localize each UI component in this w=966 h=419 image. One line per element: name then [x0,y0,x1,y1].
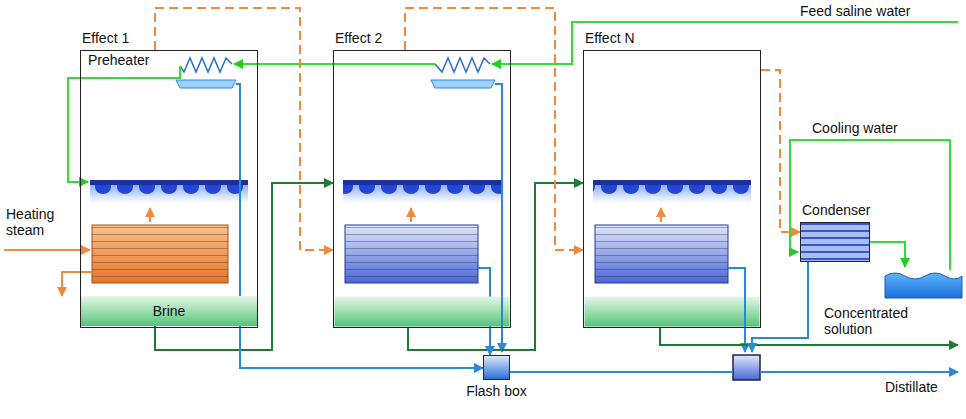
stream-label: Concentrated solution [824,305,924,337]
spray-zone [90,185,248,203]
brine-pool [335,297,510,327]
flash-box: Flash box [483,355,510,380]
feed-pipe [68,66,180,182]
node-heading: Effect N [585,30,635,46]
cooling-pipe [870,242,905,267]
vapor-line [405,8,583,250]
distillate-tray [431,80,495,88]
stream-label: Heating steam [6,206,72,238]
condensate-pipe [62,272,92,296]
effect-n-interior [585,180,959,352]
tube-bundle [92,225,228,283]
preheater-coil [180,58,232,72]
vapor-arrow [149,208,151,222]
distillate-pipe [236,84,240,328]
vapor-line [761,70,800,232]
stream-label: Preheater [88,52,149,68]
distillate-pipe [760,371,958,373]
condenser-box: Condenser [800,222,870,262]
distillate-pipe [495,84,502,352]
feed-pipe [492,22,958,64]
tube-bundle [595,225,728,283]
effect-vessel: Effect N [583,50,761,328]
preheater-coil [435,58,490,72]
stream-label: Distillate [885,379,938,395]
spray-nozzles [593,185,751,201]
feed-pipe [234,63,435,65]
effect-2-interior [335,58,510,352]
stream-label: Cooling water [812,120,898,136]
vapor-arrow [410,208,412,222]
stream-label: Feed saline water [800,3,911,19]
effect-vessel: BrineEffect 1 [80,50,258,328]
flash-box [733,355,760,380]
tube-rows [345,225,478,283]
tube-bundle [345,225,478,283]
effect-1-interior [4,58,248,328]
tube-rows [92,225,228,283]
brine-pool [585,297,760,327]
spray-nozzles [343,185,501,201]
heating-steam-pipe [4,249,90,251]
water-tank [885,273,962,298]
node-heading: Effect 1 [82,30,129,46]
spray-header [593,180,751,185]
tube-rows [595,225,728,283]
vapor-line [155,8,333,250]
cooling-pipe [790,140,950,270]
vapor-arrow [660,208,662,222]
effect-vessel: Effect 2 [333,50,511,328]
pool-label: Brine [153,303,186,319]
distillate-pipe [510,371,733,373]
distillate-line [240,328,483,368]
distillate-line [489,328,491,355]
spray-zone [593,185,751,203]
brine-line [408,183,583,350]
brine-pool: Brine [81,296,257,326]
distillate-tray [176,80,236,88]
spray-nozzles [90,185,248,201]
spray-zone [343,185,501,203]
distillate-pipe [728,268,745,352]
spray-header [90,180,248,185]
node-heading: Flash box [466,383,527,399]
spray-header [343,180,501,185]
node-heading: Effect 2 [335,30,382,46]
node-heading: Condenser [802,202,871,218]
